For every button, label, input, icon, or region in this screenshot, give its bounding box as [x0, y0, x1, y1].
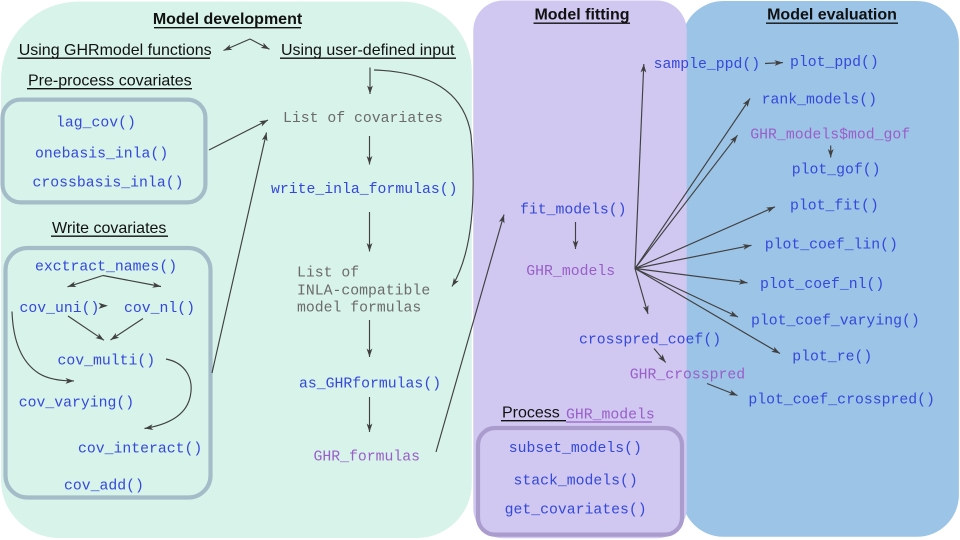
svg-text:plot_re(): plot_re() — [792, 350, 872, 366]
svg-text:model formulas: model formulas — [297, 301, 421, 317]
svg-text:stack_models(): stack_models() — [514, 474, 638, 490]
svg-text:get_covariates(): get_covariates() — [505, 503, 647, 519]
svg-text:as_GHRformulas(): as_GHRformulas() — [299, 377, 441, 393]
svg-text:crosspred_coef(): crosspred_coef() — [579, 333, 721, 349]
svg-text:Using GHRmodel functions: Using GHRmodel functions — [19, 42, 212, 59]
svg-text:plot_coef_lin(): plot_coef_lin() — [765, 238, 898, 254]
svg-text:plot_coef_crosspred(): plot_coef_crosspred() — [748, 393, 934, 409]
svg-text:Using user-defined input: Using user-defined input — [281, 42, 455, 59]
svg-text:Model evaluation: Model evaluation — [767, 7, 897, 24]
svg-text:cov_nl(): cov_nl() — [124, 301, 195, 317]
svg-text:plot_ppd(): plot_ppd() — [790, 55, 879, 71]
svg-text:GHR_models: GHR_models — [526, 264, 615, 280]
svg-text:List of: List of — [297, 266, 359, 282]
svg-text:GHR_crosspred: GHR_crosspred — [630, 368, 745, 384]
svg-text:crossbasis_inla(): crossbasis_inla() — [33, 176, 184, 192]
svg-text:Model development: Model development — [153, 11, 303, 28]
svg-text:lag_cov(): lag_cov() — [56, 115, 136, 131]
svg-text:cov_interact(): cov_interact() — [78, 441, 202, 457]
svg-text:GHR_models: GHR_models — [566, 408, 655, 424]
svg-text:cov_multi(): cov_multi() — [58, 354, 156, 370]
svg-text:onebasis_inla(): onebasis_inla() — [35, 147, 168, 163]
svg-text:Write covariates: Write covariates — [52, 220, 166, 237]
svg-text:sample_ppd(): sample_ppd() — [654, 57, 761, 73]
svg-text:cov_varying(): cov_varying() — [19, 396, 134, 412]
svg-text:cov_add(): cov_add() — [64, 478, 144, 494]
svg-text:GHR_models$mod_gof: GHR_models$mod_gof — [750, 128, 910, 144]
svg-text:Process: Process — [502, 405, 560, 422]
svg-text:Pre-process covariates: Pre-process covariates — [28, 73, 192, 90]
svg-text:plot_fit(): plot_fit() — [790, 199, 879, 215]
svg-text:Model fitting: Model fitting — [534, 7, 629, 24]
svg-text:rank_models(): rank_models() — [762, 93, 877, 109]
svg-text:List of covariates: List of covariates — [283, 111, 443, 127]
svg-text:plot_coef_nl(): plot_coef_nl() — [760, 277, 884, 293]
svg-text:plot_coef_varying(): plot_coef_varying() — [751, 314, 920, 330]
svg-text:cov_uni(): cov_uni() — [20, 301, 100, 317]
svg-text:subset_models(): subset_models() — [509, 441, 642, 457]
svg-text:write_inla_formulas(): write_inla_formulas() — [271, 182, 457, 198]
svg-text:INLA-compatible: INLA-compatible — [297, 283, 430, 299]
svg-text:plot_gof(): plot_gof() — [792, 163, 881, 179]
svg-text:fit_models(): fit_models() — [520, 203, 627, 219]
svg-text:exctract_names(): exctract_names() — [35, 260, 177, 276]
svg-text:GHR_formulas: GHR_formulas — [314, 450, 421, 466]
